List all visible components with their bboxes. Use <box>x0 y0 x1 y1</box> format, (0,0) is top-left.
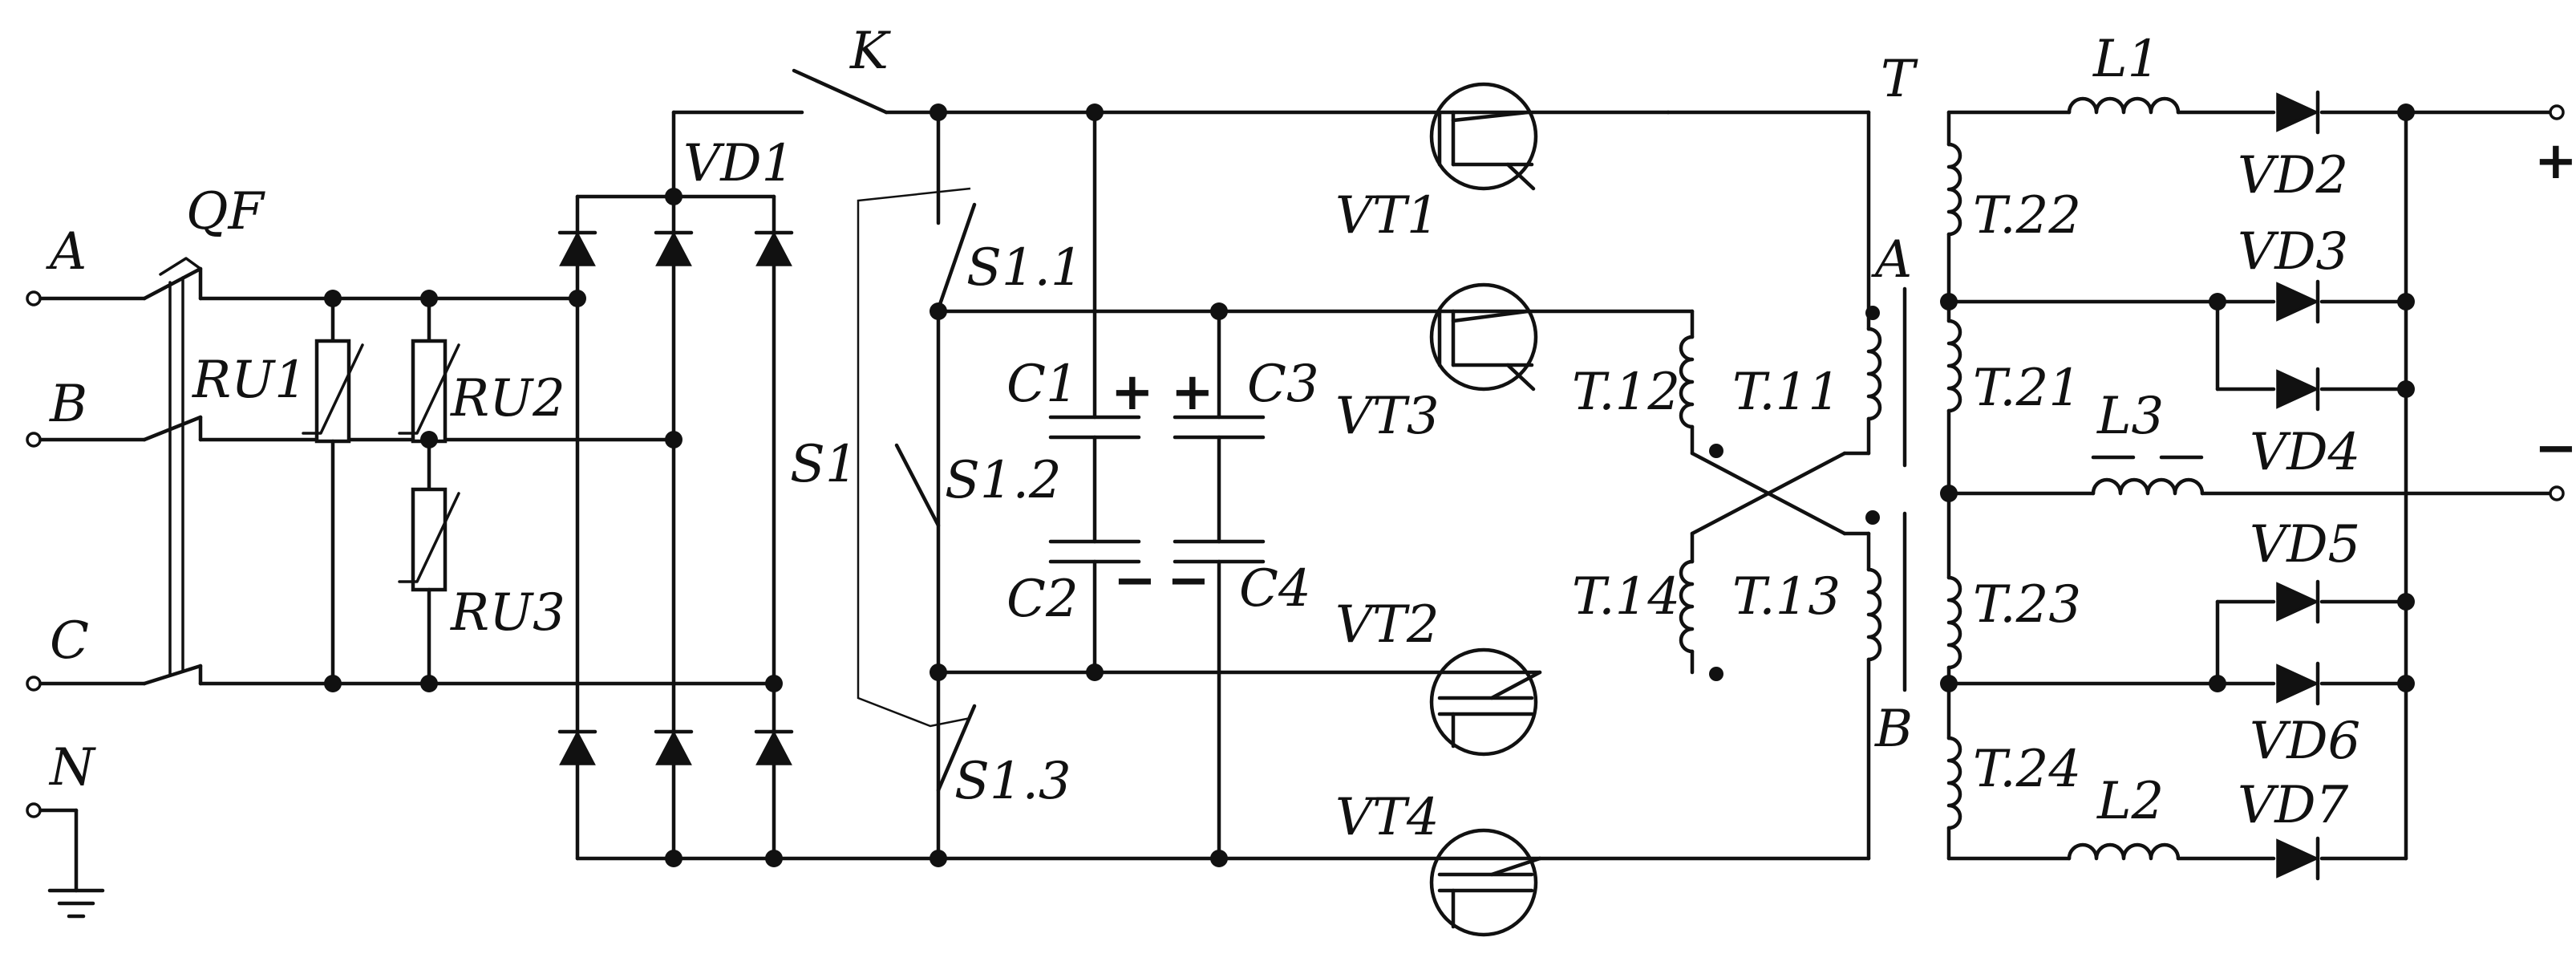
c4-minus-sign: − <box>1167 551 1210 611</box>
label-c4: C4 <box>1239 559 1311 619</box>
label-t23: T.23 <box>1973 575 2081 635</box>
label-t14: T.14 <box>1572 567 1680 627</box>
label-ru1: RU1 <box>192 351 307 410</box>
label-t: T <box>1881 50 1918 109</box>
transistor-vt3 <box>1429 282 1538 392</box>
input-terminals <box>26 290 42 818</box>
label-l1: L1 <box>2092 30 2160 89</box>
label-vd6: VD6 <box>2250 712 2360 771</box>
input-lines <box>36 296 147 919</box>
switches <box>792 68 1671 861</box>
bridge-rectifier-vd1 <box>557 110 941 861</box>
drive-windings <box>1537 110 1907 861</box>
varistor-ru1 <box>314 339 351 444</box>
label-l2: L2 <box>2096 772 2164 831</box>
label-b: B <box>49 375 87 434</box>
label-vd5: VD5 <box>2250 515 2360 574</box>
label-c1: C1 <box>1007 355 1079 414</box>
label-t22: T.22 <box>1973 186 2081 246</box>
label-s12: S1.2 <box>945 451 1062 510</box>
terminal-minus <box>2549 485 2565 501</box>
c3-plus-sign: + <box>1171 363 1214 422</box>
label-t11: T.11 <box>1732 363 1841 422</box>
label-c3: C3 <box>1247 355 1319 414</box>
label-k: K <box>849 22 891 81</box>
junction-dots <box>324 103 2415 867</box>
label-t-b: B <box>1874 700 1913 759</box>
label-s1: S1 <box>790 435 858 494</box>
label-t-a: A <box>1871 230 1912 290</box>
label-s13: S1.3 <box>954 752 1071 811</box>
label-t12: T.12 <box>1572 363 1680 422</box>
varistor-ru2 <box>411 339 448 444</box>
label-vd3: VD3 <box>2238 222 2348 282</box>
label-vd1: VD1 <box>683 134 794 193</box>
label-vt4: VT4 <box>1335 788 1440 847</box>
label-n: N <box>48 738 96 797</box>
transistor-vt2 <box>1429 647 1542 757</box>
c2-minus-sign: − <box>1113 551 1156 611</box>
terminal-b <box>26 432 42 448</box>
label-a: A <box>46 222 87 282</box>
transistor-vt1 <box>1429 82 1538 191</box>
terminal-a <box>26 290 42 306</box>
output-stage <box>1946 90 2565 881</box>
label-c2: C2 <box>1007 570 1079 629</box>
output-plus-sign: + <box>2534 132 2576 191</box>
label-ru3: RU3 <box>450 583 565 643</box>
label-vd4: VD4 <box>2250 423 2360 482</box>
label-t24: T.24 <box>1973 740 2081 799</box>
varistors <box>302 296 460 686</box>
label-t13: T.13 <box>1732 567 1841 627</box>
label-s11: S1.1 <box>966 238 1083 298</box>
label-vt2: VT2 <box>1335 595 1440 655</box>
label-vd7: VD7 <box>2238 776 2349 835</box>
label-vt3: VT3 <box>1335 387 1440 446</box>
label-ru2: RU2 <box>450 369 565 428</box>
terminal-n <box>26 802 42 818</box>
label-vd2: VD2 <box>2238 146 2348 205</box>
label-l3: L3 <box>2096 387 2164 446</box>
label-t21: T.21 <box>1973 359 2081 418</box>
label-qf: QF <box>186 182 265 241</box>
transistor-vt4 <box>1429 828 1542 937</box>
terminal-plus <box>2549 104 2565 120</box>
label-c: C <box>50 611 89 671</box>
c1-plus-sign: + <box>1111 363 1154 422</box>
label-vt1: VT1 <box>1335 186 1440 246</box>
breaker-qf <box>142 257 776 686</box>
output-minus-sign: − <box>2534 419 2576 478</box>
terminal-c <box>26 676 42 692</box>
varistor-ru3 <box>411 487 448 592</box>
